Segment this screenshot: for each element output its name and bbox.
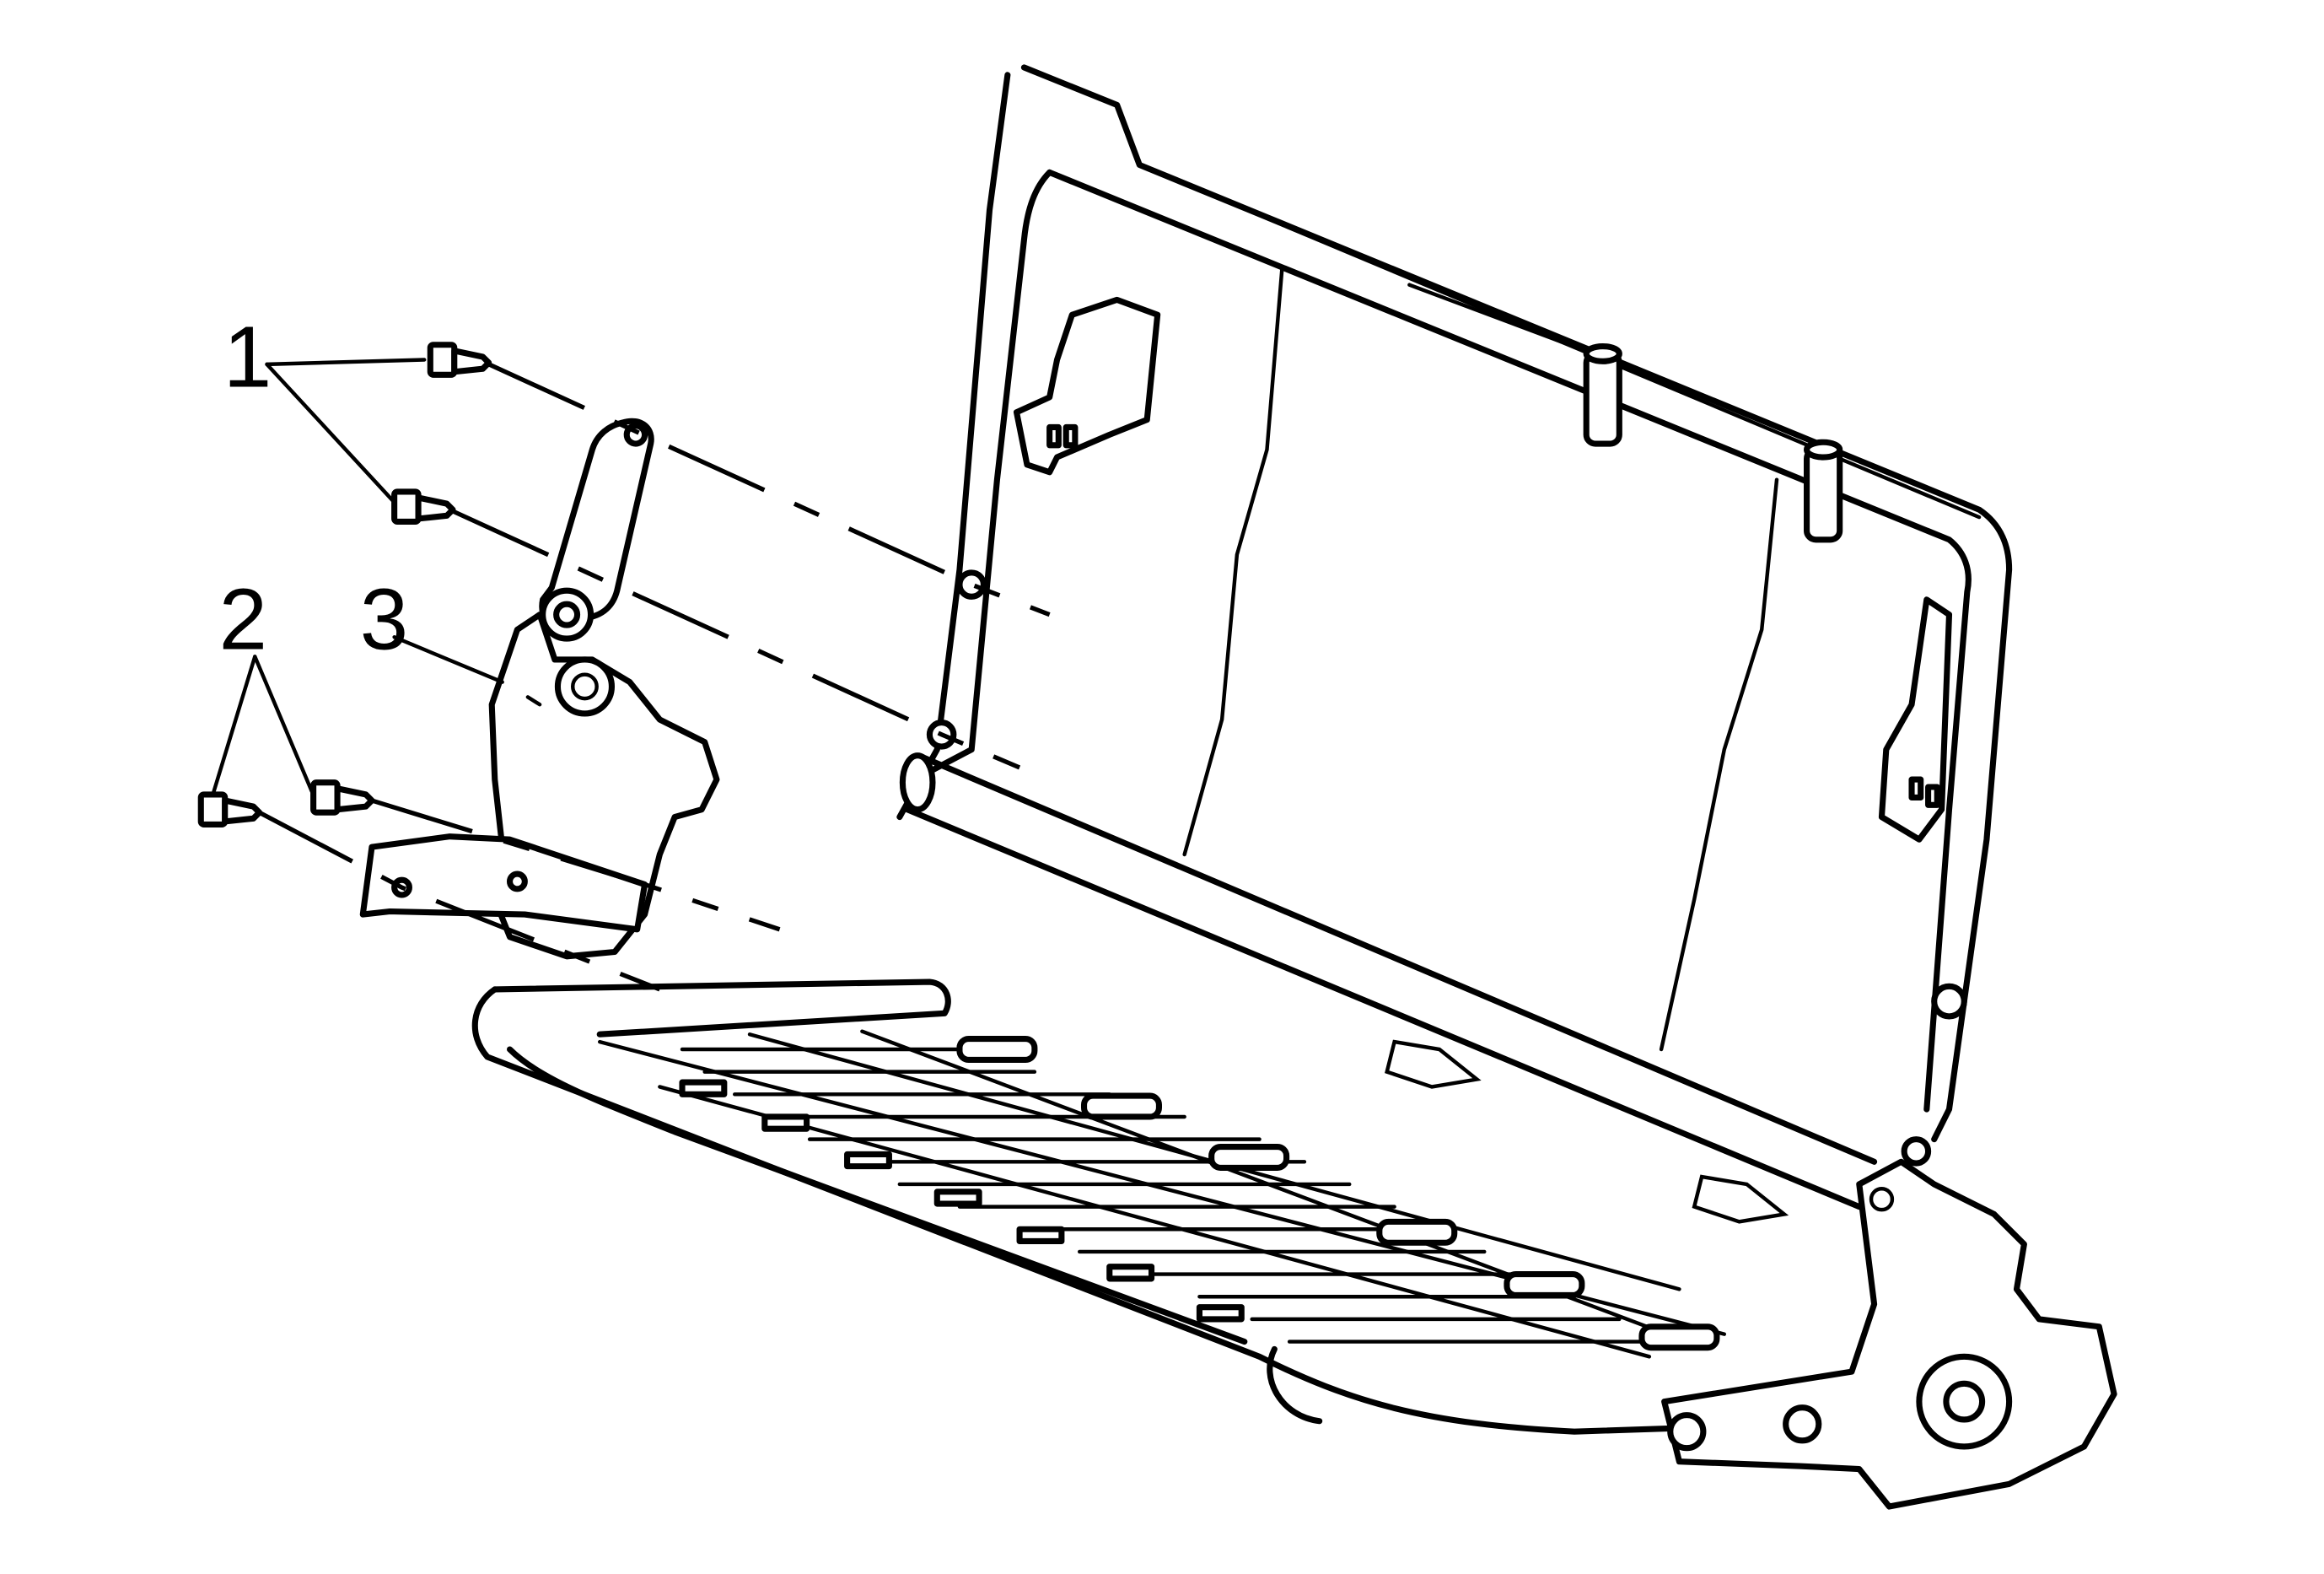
seat-cushion-frame [471,978,2117,1510]
callout-label-1: 1 [223,309,272,406]
callout-label-3: 3 [360,571,408,668]
callout-label-2: 2 [219,571,267,668]
callout-leaders [211,358,504,797]
hinge-bracket [359,418,720,960]
spring-grid [680,1047,1666,1344]
bolt-icon [310,779,375,816]
seat-back-frame [896,64,2013,1224]
coil-springs [956,1036,1720,1351]
front-clips [679,1079,1245,1323]
bolt-set-1 [391,342,492,525]
bolt-set-2 [197,779,375,827]
bolt-icon [197,791,263,827]
alignment-lines [258,362,1051,992]
bolt-icon [427,342,492,378]
bolt-icon [391,488,456,525]
